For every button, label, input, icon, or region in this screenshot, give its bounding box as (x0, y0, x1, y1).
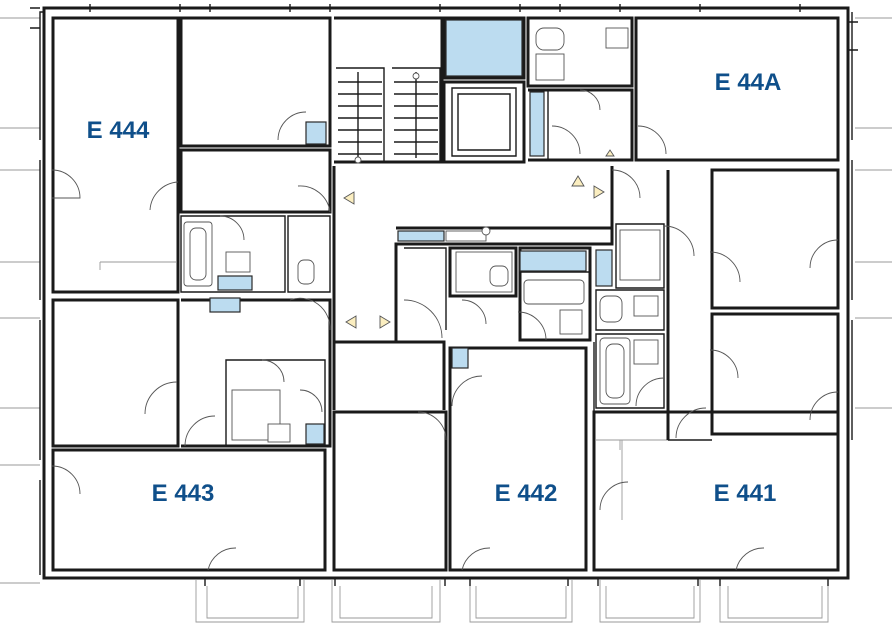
unit-label-e44a[interactable]: E 44A (714, 69, 782, 96)
interior-walls (51, 16, 840, 572)
unit-label-e441[interactable]: E 441 (713, 480, 777, 507)
arrow-left-marker (343, 191, 355, 205)
exterior-walls (30, 4, 858, 586)
door-swings (51, 89, 839, 571)
arrow-right-marker-lower (379, 315, 391, 329)
balcony-outlines (0, 17, 892, 623)
unit-label-e442[interactable]: E 442 (494, 480, 558, 507)
orientation-markers (343, 149, 615, 329)
unit-label-e444[interactable]: E 444 (86, 117, 150, 144)
arrow-up-marker (571, 175, 585, 187)
unit-label-e443[interactable]: E 443 (151, 480, 215, 507)
arrow-small-marker (605, 149, 615, 157)
sanitary-fixtures (183, 27, 661, 443)
arrow-right-marker (593, 185, 605, 199)
blue-fixtures (209, 19, 613, 445)
staircase (338, 72, 438, 164)
arrow-left-marker-lower (345, 315, 357, 329)
